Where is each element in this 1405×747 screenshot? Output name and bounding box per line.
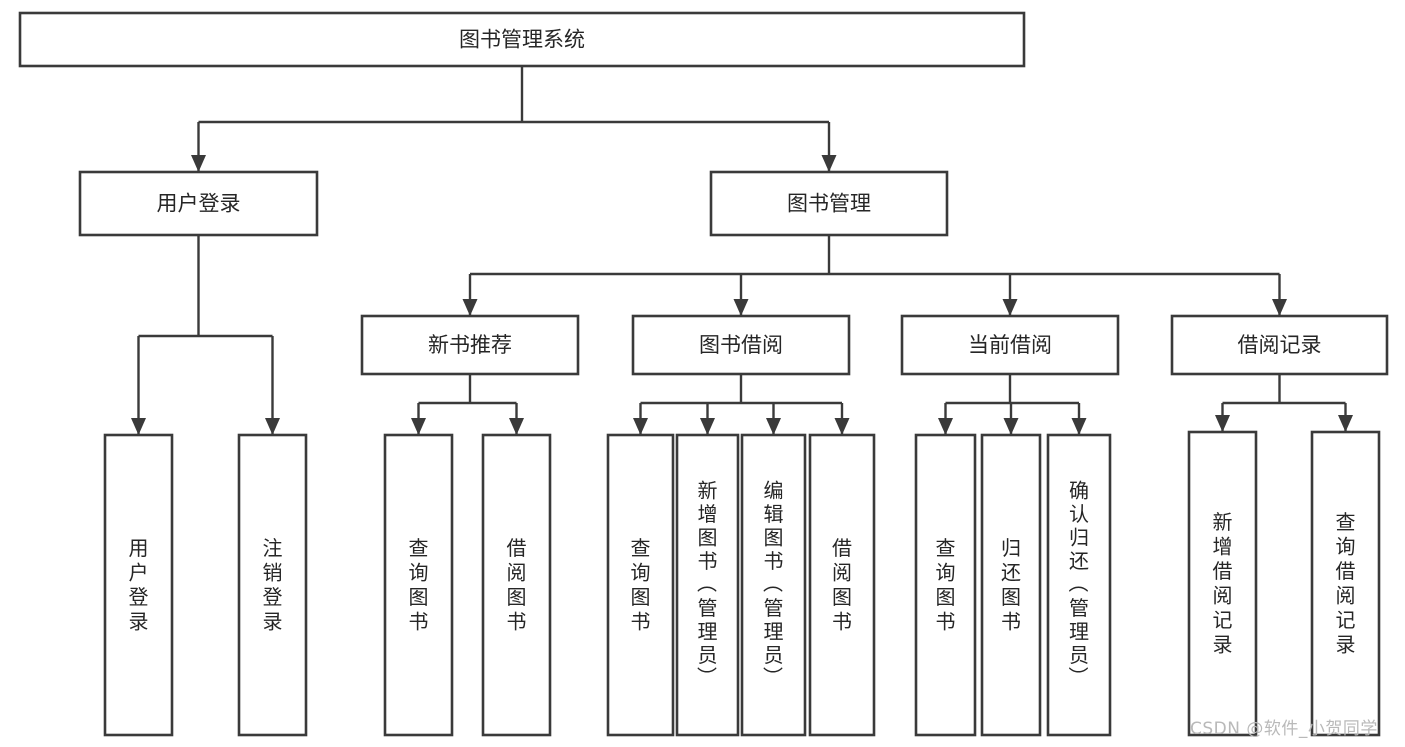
node-box-book-borrow (631, 314, 851, 376)
node-label-root: 图书管理系统 (459, 28, 585, 52)
node-query-book-3[interactable]: 查询图书 (914, 433, 977, 737)
node-current-borrow[interactable]: 当前借阅 (900, 314, 1120, 376)
node-borrow-book-1[interactable]: 借阅图书 (481, 433, 552, 737)
arrow-head-book-manage-3 (1272, 299, 1287, 316)
node-layer: 图书管理系统用户登录图书管理用户登录注销登录新书推荐图书借阅当前借阅借阅记录查询… (18, 11, 1389, 737)
node-new-book-recommend[interactable]: 新书推荐 (360, 314, 580, 376)
node-box-borrow-record (1170, 314, 1389, 376)
node-label-new-book-recommend: 新书推荐 (428, 333, 512, 357)
node-box-edit-book-admin (740, 433, 807, 737)
node-box-query-book-1 (383, 433, 454, 737)
node-box-return-book (980, 433, 1042, 737)
node-box-add-book-admin (675, 433, 740, 737)
node-book-borrow[interactable]: 图书借阅 (631, 314, 851, 376)
node-box-confirm-return-admin (1046, 433, 1112, 737)
node-user-login[interactable]: 用户登录 (78, 170, 319, 237)
arrow-head-book-manage-0 (462, 299, 478, 316)
arrow-head-book-manage-2 (1002, 299, 1018, 316)
arrow-head-root-1 (821, 155, 837, 172)
node-label-add-book-admin: 新增图书（管理员） (697, 479, 718, 691)
node-box-user-logout (237, 433, 308, 737)
node-box-new-book-recommend (360, 314, 580, 376)
node-box-borrow-book-2 (808, 433, 876, 737)
node-label-user-login: 用户登录 (157, 192, 241, 216)
arrow-head-mod-1-0 (633, 418, 648, 435)
arrow-head-root-0 (191, 155, 206, 172)
node-query-book-2[interactable]: 查询图书 (606, 433, 675, 737)
arrow-head-mod-2-1 (1003, 418, 1019, 435)
node-query-book-1[interactable]: 查询图书 (383, 433, 454, 737)
node-borrow-book-2[interactable]: 借阅图书 (808, 433, 876, 737)
node-label-query-book-3: 查询图书 (936, 536, 956, 634)
node-box-add-borrow-record (1187, 430, 1258, 737)
node-book-manage[interactable]: 图书管理 (709, 170, 949, 237)
node-user-logout[interactable]: 注销登录 (237, 433, 308, 737)
arrow-head-user-login-1 (265, 418, 280, 435)
node-label-query-book-1: 查询图书 (409, 536, 429, 634)
node-return-book[interactable]: 归还图书 (980, 433, 1042, 737)
node-box-user-login (78, 170, 319, 237)
node-label-query-book-2: 查询图书 (631, 536, 651, 634)
node-box-book-manage (709, 170, 949, 237)
node-label-current-borrow: 当前借阅 (968, 333, 1052, 357)
arrow-head-mod-1-2 (766, 418, 781, 435)
arrow-head-mod-0-0 (411, 418, 426, 435)
arrow-head-mod-0-1 (509, 418, 524, 435)
node-label-book-manage: 图书管理 (787, 192, 871, 216)
node-user-login-do[interactable]: 用户登录 (103, 433, 174, 737)
node-label-user-logout: 注销登录 (263, 536, 283, 634)
arrow-head-mod-3-0 (1215, 415, 1230, 432)
node-box-query-book-2 (606, 433, 675, 737)
node-box-query-book-3 (914, 433, 977, 737)
node-label-borrow-record: 借阅记录 (1238, 333, 1322, 357)
arrow-head-user-login-0 (131, 418, 146, 435)
node-query-borrow-record[interactable]: 查询借阅记录 (1310, 430, 1381, 737)
arrow-head-book-manage-1 (733, 299, 749, 316)
node-add-book-admin[interactable]: 新增图书（管理员） (675, 433, 740, 737)
node-box-current-borrow (900, 314, 1120, 376)
node-label-confirm-return-admin: 确认归还（管理员） (1068, 479, 1089, 691)
node-confirm-return-admin[interactable]: 确认归还（管理员） (1046, 433, 1112, 737)
node-label-return-book: 归还图书 (1001, 536, 1021, 634)
arrow-head-mod-2-0 (938, 418, 953, 435)
node-add-borrow-record[interactable]: 新增借阅记录 (1187, 430, 1258, 737)
connector-layer (131, 66, 1353, 435)
node-box-user-login-do (103, 433, 174, 737)
arrow-head-mod-2-2 (1071, 418, 1087, 435)
node-root[interactable]: 图书管理系统 (18, 11, 1026, 68)
node-label-query-borrow-record: 查询借阅记录 (1336, 510, 1356, 657)
node-label-borrow-book-1: 借阅图书 (507, 536, 527, 634)
arrow-head-mod-1-1 (700, 418, 715, 435)
node-label-user-login-do: 用户登录 (129, 536, 149, 634)
arrow-head-mod-3-1 (1338, 415, 1353, 432)
node-borrow-record[interactable]: 借阅记录 (1170, 314, 1389, 376)
node-box-query-borrow-record (1310, 430, 1381, 737)
arrow-head-mod-1-3 (834, 418, 850, 435)
node-label-edit-book-admin: 编辑图书（管理员） (763, 479, 784, 691)
node-box-root (18, 11, 1026, 68)
node-label-book-borrow: 图书借阅 (699, 333, 783, 357)
node-label-borrow-book-2: 借阅图书 (832, 536, 852, 634)
node-label-add-borrow-record: 新增借阅记录 (1213, 510, 1233, 657)
node-edit-book-admin[interactable]: 编辑图书（管理员） (740, 433, 807, 737)
node-box-borrow-book-1 (481, 433, 552, 737)
